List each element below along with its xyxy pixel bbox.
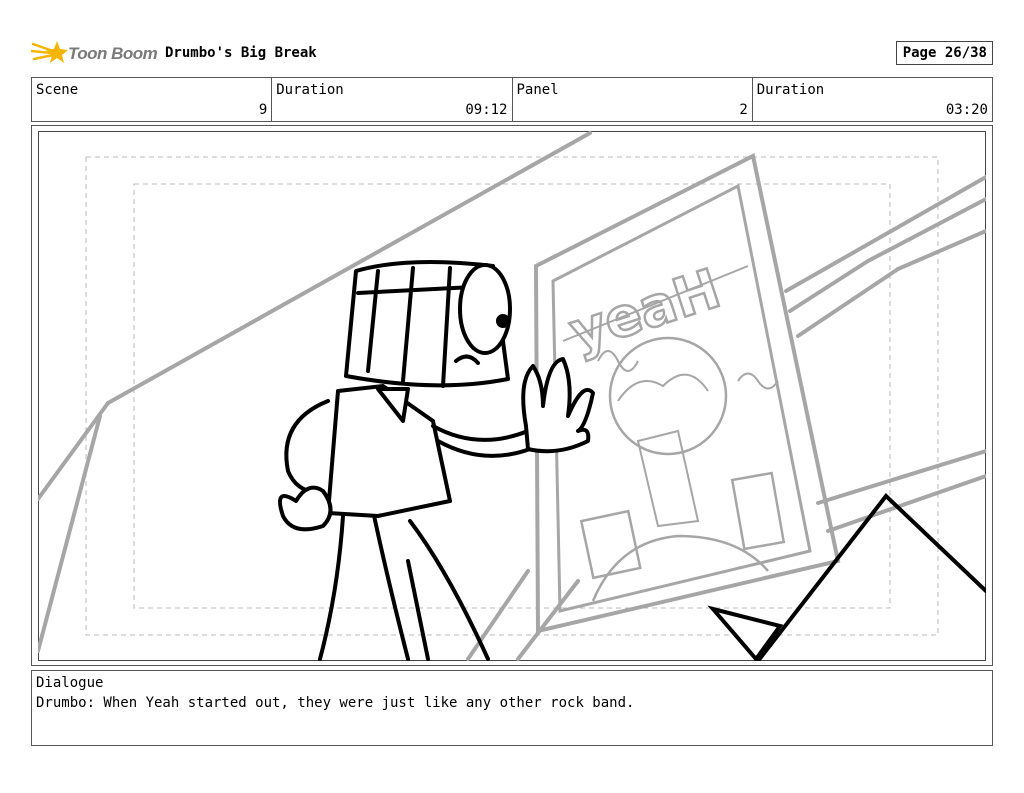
scene-duration-cell: Duration 09:12: [272, 78, 513, 121]
storyboard-panel: yeaH: [31, 125, 993, 666]
scene-cell: Scene 9: [32, 78, 273, 121]
panel-label: Panel: [516, 82, 559, 98]
toon-boom-logo: Toon Boom: [29, 38, 159, 68]
panel-info-row: Scene 9 Duration 09:12 Panel 2 Duration …: [31, 77, 993, 122]
title-safe-guide: [85, 156, 939, 636]
panel-drawing: yeaH: [38, 131, 986, 661]
logo-wordmark: Toon Boom: [68, 44, 158, 63]
drumbo-character: [278, 260, 595, 661]
project-title: Drumbo's Big Break: [165, 45, 317, 61]
scene-label: Scene: [36, 82, 79, 98]
panel-value: 2: [739, 102, 748, 118]
scene-duration-label: Duration: [276, 82, 344, 98]
scene-value: 9: [258, 102, 268, 118]
action-safe-guide: [133, 183, 891, 609]
panel-cell: Panel 2: [513, 78, 753, 121]
star-icon: [29, 41, 68, 63]
foreground-sketch: [707, 493, 986, 661]
page-number: Page 26/38: [895, 41, 993, 65]
storyboard-header: Toon Boom Drumbo's Big Break Page 26/38: [29, 36, 993, 70]
dialogue-label: Dialogue: [36, 675, 104, 691]
panel-duration-value: 03:20: [945, 102, 988, 118]
panel-duration-cell: Duration 03:20: [753, 78, 992, 121]
dialogue-text: Drumbo: When Yeah started out, they were…: [36, 695, 635, 711]
dialogue-section: Dialogue Drumbo: When Yeah started out, …: [31, 670, 993, 746]
scene-duration-value: 09:12: [465, 102, 508, 118]
background-sketch: [38, 131, 986, 661]
poster-title: yeaH: [562, 257, 727, 364]
panel-duration-label: Duration: [756, 82, 825, 98]
